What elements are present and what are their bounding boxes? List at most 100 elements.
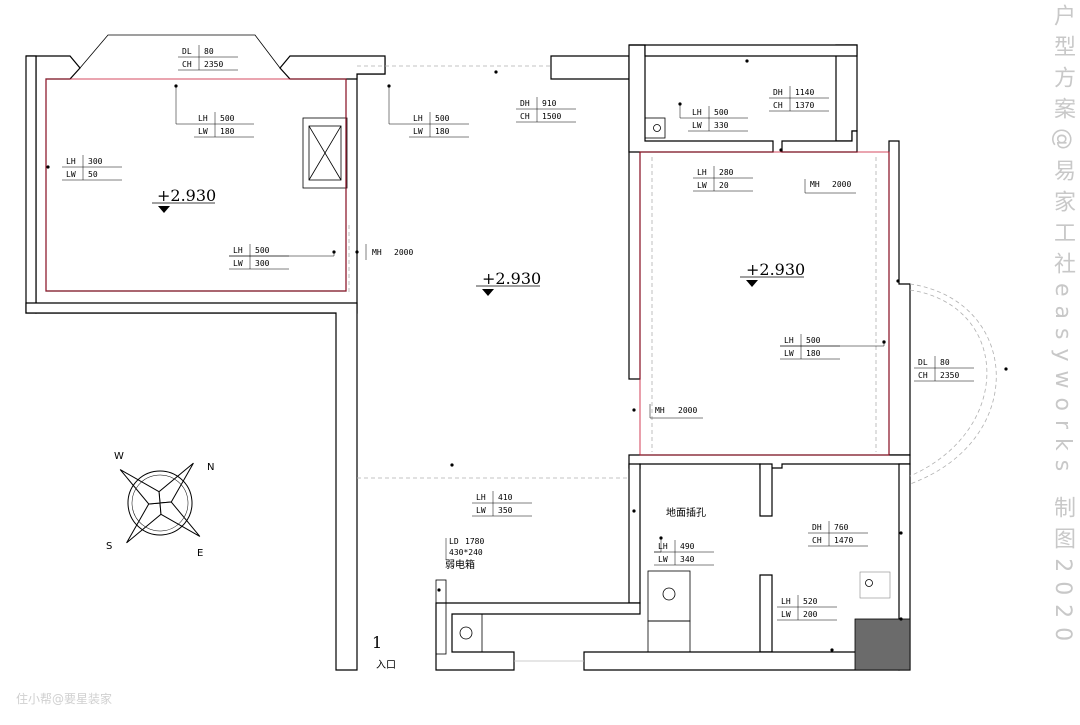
tag-text: LH: [66, 157, 76, 166]
svg-text:LD: LD: [449, 537, 459, 546]
tag-text: LH: [233, 246, 243, 255]
level-marker-left: +2.930: [152, 186, 216, 213]
tag-text: LW: [476, 506, 486, 515]
tag-text: 410: [498, 493, 513, 502]
tag-text: 350: [498, 506, 513, 515]
wall-bedroom-right: [888, 140, 911, 456]
svg-text:+2.930: +2.930: [482, 269, 541, 288]
wall-corridor: [25, 302, 358, 671]
tag-text: LH: [658, 542, 668, 551]
room-outline-left: [45, 78, 347, 292]
tag-text: DL: [182, 47, 192, 56]
tag-text: DL: [918, 358, 928, 367]
tag-text: 330: [714, 121, 729, 130]
svg-text:+2.930: +2.930: [157, 186, 216, 205]
bay-window-east: [909, 283, 997, 485]
tag-text: LH: [697, 168, 707, 177]
tag-text: LW: [781, 610, 791, 619]
cooktop-fixture: [647, 570, 691, 622]
tag-text: 200: [803, 610, 818, 619]
tag-text: LH: [692, 108, 702, 117]
tag-text: LW: [784, 349, 794, 358]
svg-text:2000: 2000: [678, 406, 697, 415]
tag-text: 20: [719, 181, 729, 190]
compass-w: W: [114, 451, 124, 462]
tag-text: 500: [435, 114, 450, 123]
sink-fixture: [644, 117, 666, 139]
tag-text: 1470: [834, 536, 853, 545]
electric-panel-tag: LD 1780 430*240 弱电箱: [437, 537, 484, 592]
compass-n: N: [207, 462, 214, 473]
mh-tag: MH 2000: [804, 179, 856, 194]
svg-text:1780: 1780: [465, 537, 484, 546]
tag-text: LW: [66, 170, 76, 179]
tag-text: LH: [198, 114, 208, 123]
mh-tag: MH 2000: [355, 244, 413, 260]
tag-text: LH: [476, 493, 486, 502]
entry-cabinet: [451, 613, 483, 653]
wall-north-mid: [550, 55, 641, 380]
tag-text: LW: [692, 121, 702, 130]
svg-text:430*240: 430*240: [449, 548, 483, 557]
tag-text: 180: [220, 127, 235, 136]
wall-east-tower: [628, 44, 774, 153]
tag-text: CH: [812, 536, 822, 545]
wall-bath-left: [759, 463, 773, 517]
tag-text: CH: [773, 101, 783, 110]
tag-text: 2350: [940, 371, 959, 380]
tag-text: LH: [781, 597, 791, 606]
svg-text:MH: MH: [655, 406, 665, 415]
tag-text: CH: [918, 371, 928, 380]
tag-text: 2350: [204, 60, 223, 69]
tag-text: 520: [803, 597, 818, 606]
svg-text:2000: 2000: [832, 180, 851, 189]
tag-text: CH: [520, 112, 530, 121]
tag-text: 1500: [542, 112, 561, 121]
floor-socket-label: 地面插孔: [666, 506, 706, 519]
tag-text: 500: [255, 246, 270, 255]
room-outline-bedroom: [639, 151, 890, 456]
tag-text: LW: [233, 259, 243, 268]
level-marker-center: +2.930: [476, 269, 541, 296]
compass-s: S: [106, 541, 112, 552]
tag-text: 180: [806, 349, 821, 358]
window-niche: [302, 117, 348, 189]
wall-west-upper: [26, 55, 386, 314]
bay-window-top: [79, 34, 281, 69]
wall-west-lower: [25, 55, 37, 314]
wall-south-right: [583, 651, 900, 671]
compass-rose: [119, 462, 201, 544]
compass-e: E: [197, 548, 203, 559]
tag-text: 1140: [795, 88, 814, 97]
tag-text: DH: [520, 99, 530, 108]
toilet-fixture: [859, 571, 891, 599]
svg-text:MH: MH: [810, 180, 820, 189]
level-marker-bedroom: +2.930: [740, 260, 805, 287]
wall-east-tower-right: [835, 44, 858, 142]
tag-text: 490: [680, 542, 695, 551]
svg-text:入口: 入口: [376, 660, 396, 671]
tag-text: 500: [714, 108, 729, 117]
tag-text: 80: [204, 47, 214, 56]
tag-text: DH: [812, 523, 822, 532]
tag-text: LW: [658, 555, 668, 564]
shaft-block: [854, 618, 911, 671]
tag-text: 340: [680, 555, 695, 564]
svg-text:2000: 2000: [394, 248, 413, 257]
tag-text: 300: [255, 259, 270, 268]
wall-north-stub: [279, 55, 386, 80]
tag-text: 760: [834, 523, 849, 532]
svg-text:弱电箱: 弱电箱: [445, 558, 475, 571]
tag-text: 50: [88, 170, 98, 179]
side-title: 户型方案@易家工社easyworks 制图2020: [1050, 4, 1075, 651]
tag-text: 300: [88, 157, 103, 166]
entrance-marker: 1 入口: [372, 633, 396, 671]
